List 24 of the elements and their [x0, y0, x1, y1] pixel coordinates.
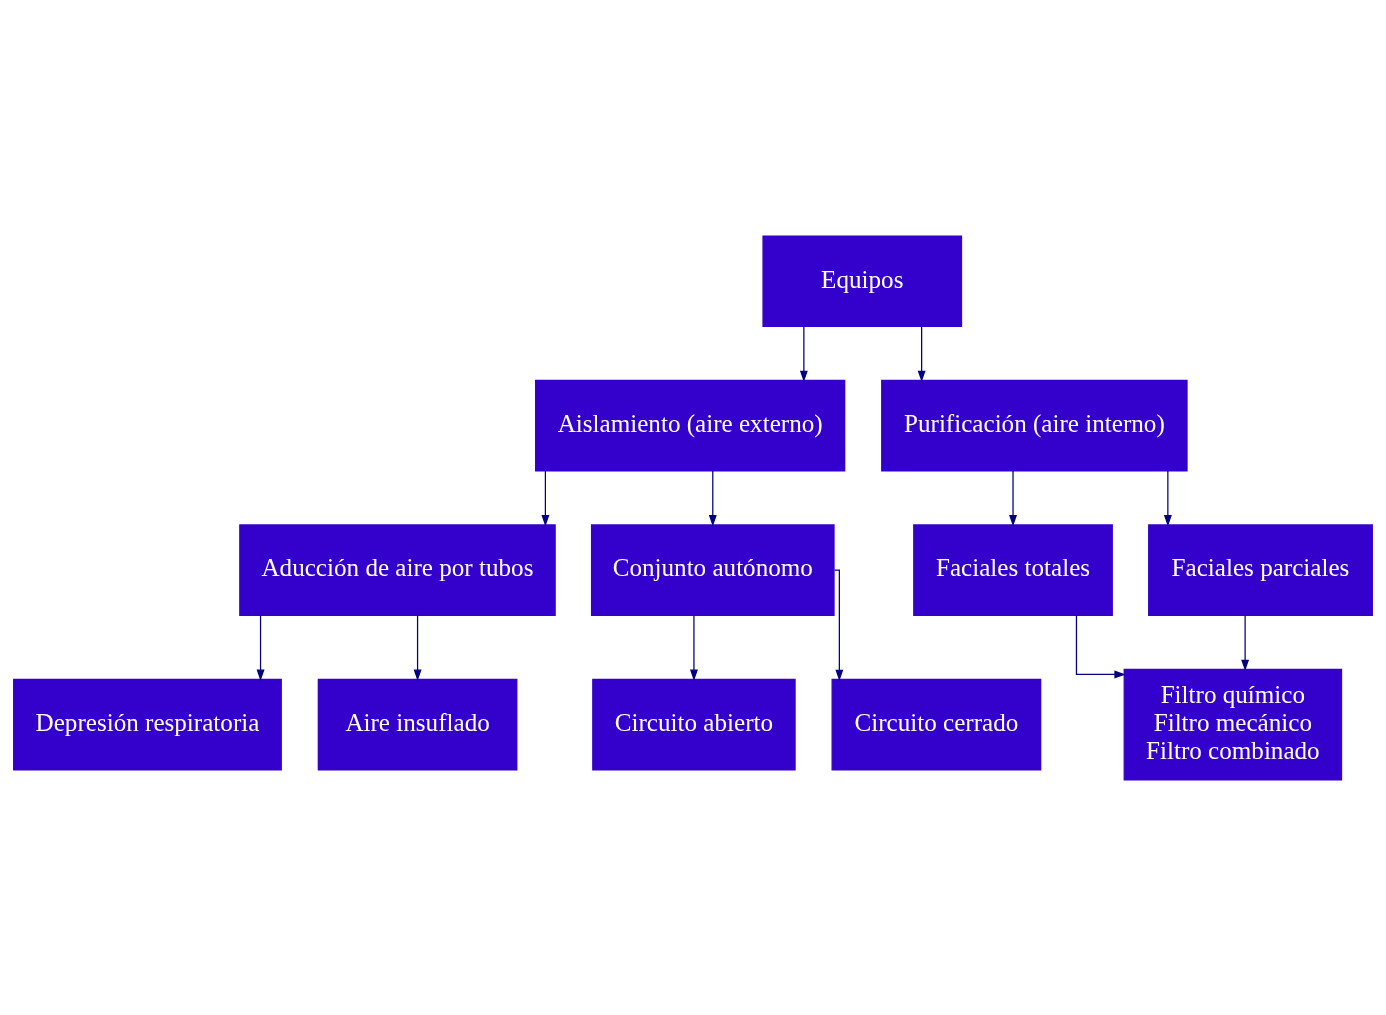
- node-box: Circuito abierto: [592, 678, 796, 771]
- arrow: [1075, 614, 1126, 678]
- node-box: Faciales parciales: [1148, 523, 1373, 616]
- node-box: Conjunto autónomo: [590, 523, 835, 616]
- arrow: [541, 469, 550, 526]
- arrow: [799, 325, 808, 382]
- node-box: Purificación (aire interno): [881, 379, 1188, 472]
- arrow: [689, 614, 698, 681]
- node-box: Equipos: [762, 234, 963, 327]
- arrow: [1241, 614, 1250, 671]
- arrow: [256, 614, 265, 681]
- arrow: [708, 469, 717, 526]
- node-box: Filtro químico Filtro mecánico Filtro combinado: [1123, 668, 1343, 781]
- node-box: Faciales totales: [913, 523, 1113, 616]
- node-box: Circuito cerrado: [831, 678, 1042, 771]
- node-box: Aislamiento (aire externo): [535, 379, 846, 472]
- node-box: Aire insuflado: [317, 678, 518, 771]
- node-box: Depresión respiratoria: [13, 678, 282, 771]
- arrow: [413, 614, 422, 681]
- node-box: Aducción de aire por tubos: [239, 523, 556, 616]
- arrow: [1009, 469, 1017, 526]
- arrow: [917, 325, 926, 382]
- arrow: [833, 569, 844, 681]
- arrow: [1163, 469, 1172, 526]
